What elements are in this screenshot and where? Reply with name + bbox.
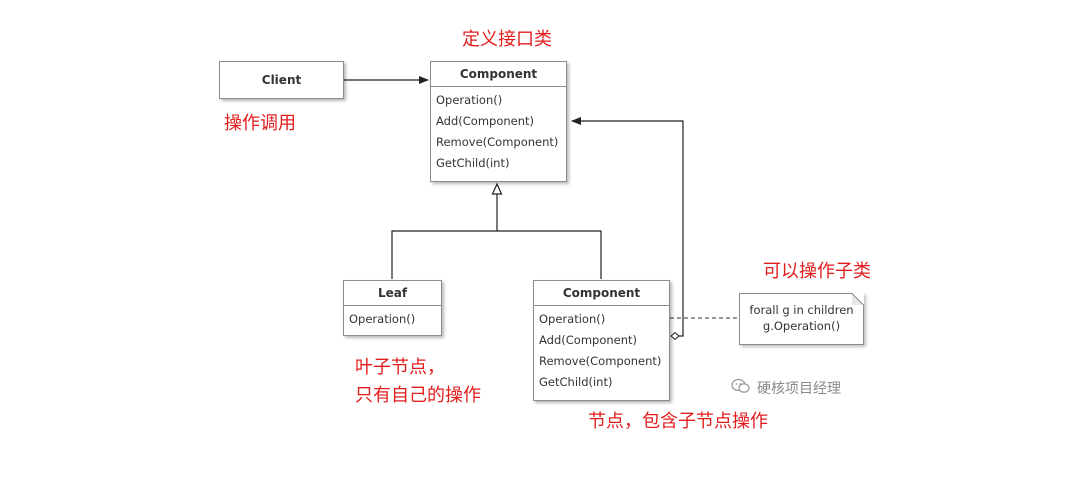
annotation-leaf-line-2: 只有自己的操作 xyxy=(355,385,481,406)
method-operation: Operation() xyxy=(539,312,606,326)
leaf-box: Leaf Operation() xyxy=(343,280,442,336)
component-interface-box: Component Operation() Add(Component) Rem… xyxy=(430,61,567,182)
annotation-define-interface: 定义接口类 xyxy=(462,29,552,50)
method-remove: Remove(Component) xyxy=(436,135,559,149)
annotation-call-operation: 操作调用 xyxy=(224,113,296,134)
leaf-title: Leaf xyxy=(344,281,441,306)
method-operation: Operation() xyxy=(436,93,503,107)
note-fold-corner xyxy=(852,293,864,305)
client-box: Client xyxy=(219,61,344,99)
wechat-icon xyxy=(731,378,751,398)
method-getchild: GetChild(int) xyxy=(436,156,510,170)
annotation-composite-node: 节点，包含子节点操作 xyxy=(588,411,768,432)
inheritance-triangle xyxy=(491,182,503,195)
component-interface-methods: Operation() Add(Component) Remove(Compon… xyxy=(431,87,566,174)
watermark-text: 硬核项目经理 xyxy=(757,381,841,397)
watermark: 硬核项目经理 xyxy=(731,378,841,398)
method-remove: Remove(Component) xyxy=(539,354,662,368)
annotation-operate-subclass: 可以操作子类 xyxy=(763,261,871,282)
method-operation: Operation() xyxy=(349,312,416,326)
annotation-leaf-line-1: 叶子节点， xyxy=(355,357,445,378)
leaf-methods: Operation() xyxy=(344,306,441,330)
note-line-2: g.Operation() xyxy=(762,319,841,333)
component-composite-methods: Operation() Add(Component) Remove(Compon… xyxy=(534,306,669,393)
component-composite-title: Component xyxy=(534,281,669,306)
method-getchild: GetChild(int) xyxy=(539,375,613,389)
inheritance-line xyxy=(391,230,602,279)
note-box: forall g in children g.Operation() xyxy=(739,293,864,345)
component-composite-box: Component Operation() Add(Component) Rem… xyxy=(533,280,670,401)
aggregation-diamond xyxy=(670,331,680,341)
component-interface-title: Component xyxy=(431,62,566,87)
note-line-1: forall g in children xyxy=(749,303,854,317)
method-add: Add(Component) xyxy=(539,333,638,347)
method-add: Add(Component) xyxy=(436,114,535,128)
client-title: Client xyxy=(261,73,302,87)
aggregation-line xyxy=(571,117,684,337)
